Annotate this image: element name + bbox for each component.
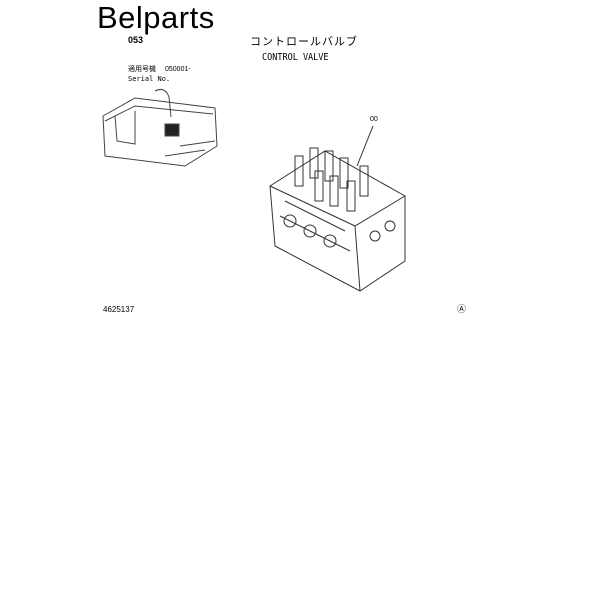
title-english: CONTROL VALVE — [262, 52, 329, 63]
brand-watermark: Belparts — [97, 0, 215, 35]
control-valve-drawing — [269, 126, 406, 292]
page-number: 053 — [128, 35, 144, 45]
serial-label-en: Serial No. — [128, 75, 171, 83]
serial-label-jp: 適用号機 — [128, 66, 156, 73]
document-number: 4625137 — [103, 305, 135, 314]
serial-value: 050001- — [165, 66, 191, 73]
callout-label: 00 — [370, 116, 378, 123]
revision-mark: Ⓐ — [457, 304, 467, 314]
title-japanese: コントロールバルブ — [250, 36, 358, 48]
excavator-location-diagram — [102, 89, 218, 167]
